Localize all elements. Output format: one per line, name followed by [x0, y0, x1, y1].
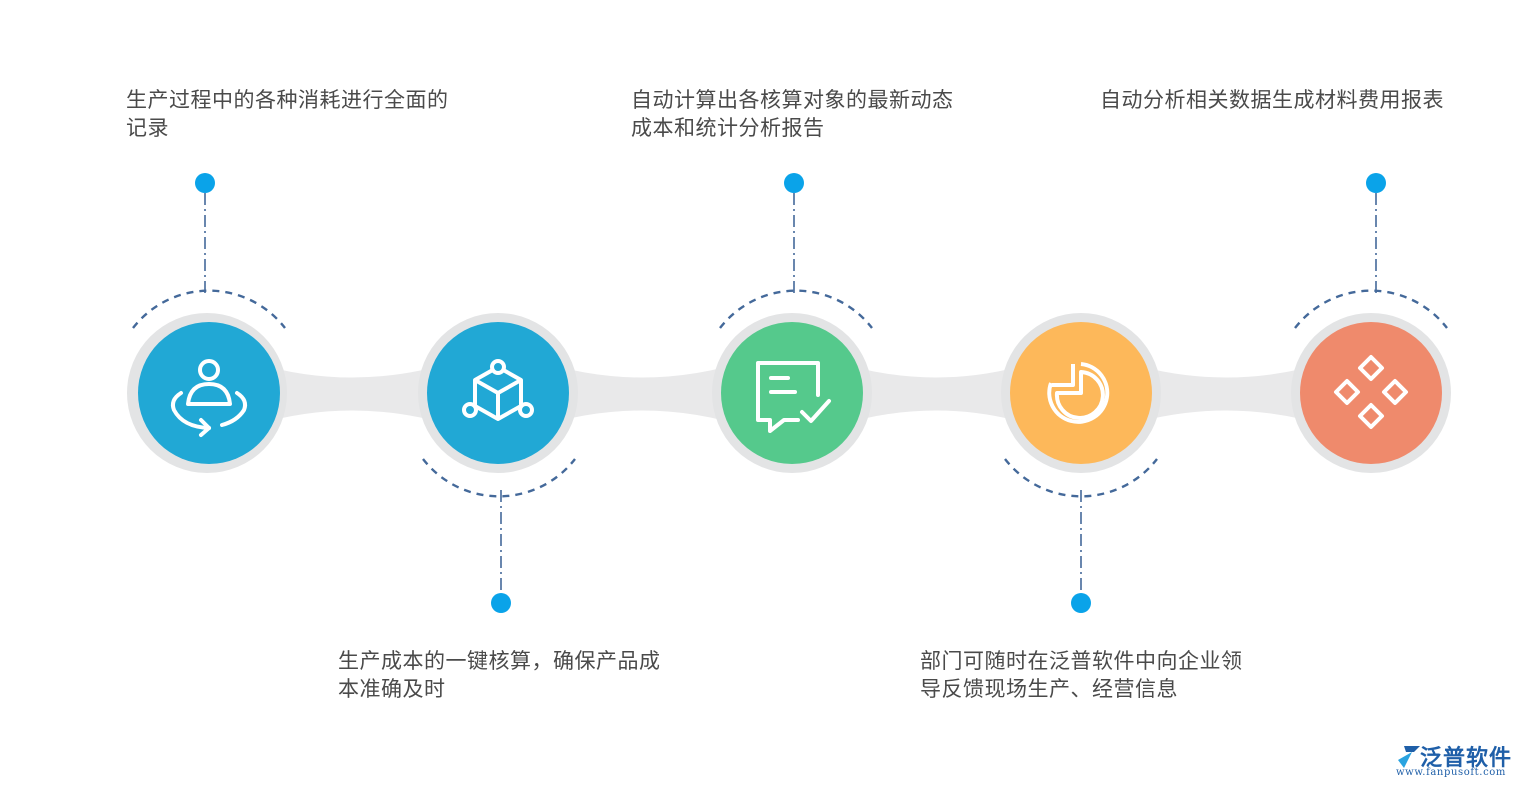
connector-lines	[204, 193, 1377, 594]
track-link-3	[830, 360, 1042, 428]
logo-mark-icon	[1398, 746, 1420, 768]
step-4-caption: 部门可随时在泛普软件中向企业领导反馈现场生产、经营信息	[920, 649, 1243, 701]
dot-1	[195, 173, 215, 193]
step-1-caption: 生产过程中的各种消耗进行全面的记录	[126, 88, 449, 140]
diamonds-icon	[1334, 355, 1408, 429]
person-orbit-icon	[170, 359, 248, 437]
track-link-4	[1118, 360, 1334, 428]
track	[245, 360, 1334, 428]
step-circle-5	[1300, 322, 1442, 464]
network-cube-icon	[462, 359, 534, 421]
track-link-1	[245, 360, 460, 428]
brand-url: www.fanpusoft.com	[1396, 767, 1506, 778]
step-circle-1	[138, 322, 280, 464]
step-3-caption: 自动计算出各核算对象的最新动态成本和统计分析报告	[631, 88, 954, 140]
track-link-2	[535, 360, 750, 428]
dot-3	[784, 173, 804, 193]
brand-logo: 泛普软件 www.fanpusoft.com	[1394, 740, 1520, 780]
step-2-caption: 生产成本的一键核算，确保产品成本准确及时	[338, 649, 661, 701]
step-5-caption: 自动分析相关数据生成材料费用报表	[1100, 88, 1444, 112]
brand-name: 泛普软件	[1420, 746, 1513, 771]
dot-5	[1366, 173, 1386, 193]
dot-4	[1071, 593, 1091, 613]
dot-2	[491, 593, 511, 613]
connector-dots	[195, 173, 1386, 613]
chat-check-icon	[756, 361, 831, 433]
pie-chart-icon	[1047, 362, 1110, 424]
